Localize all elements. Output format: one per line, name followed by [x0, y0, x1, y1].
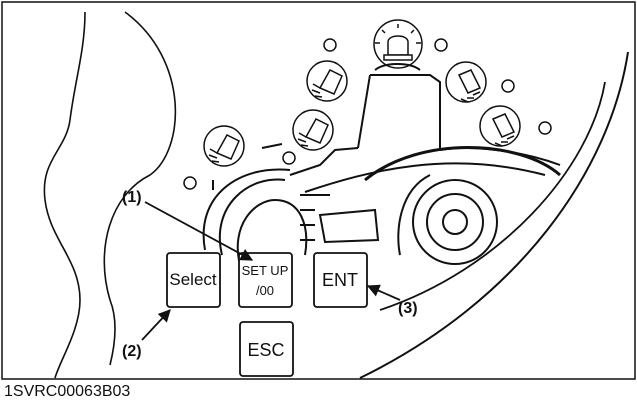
panel-arc-outer: [359, 51, 629, 379]
esc-button[interactable]: ESC: [239, 321, 294, 377]
setup-button-label-line2: /00: [256, 283, 274, 298]
panel-dashes: [212, 143, 283, 190]
indicator-lamps: [183, 38, 552, 190]
work-light-icon-1: [306, 60, 348, 102]
ent-button[interactable]: ENT: [313, 252, 368, 308]
work-light-icon-5: [479, 105, 521, 147]
callout-arrow-1: [144, 201, 254, 261]
panel-outline-left: [103, 11, 177, 366]
panel-arc-inner: [379, 81, 606, 311]
callout-label-3: (3): [398, 300, 418, 317]
beacon-icon: [373, 19, 423, 69]
figure-frame: [1, 1, 636, 380]
callout-label-2: (2): [122, 343, 142, 360]
tractor-illustration: [202, 74, 561, 266]
esc-button-label: ESC: [247, 340, 284, 360]
callout-arrow-2: [141, 309, 171, 341]
work-light-icon-2: [292, 109, 334, 151]
panel-outline-left-inner: [43, 11, 86, 379]
setup-button-label-line1: SET UP: [242, 263, 289, 278]
work-light-icon-4: [445, 61, 487, 103]
setup-button[interactable]: SET UP /00: [238, 252, 293, 308]
work-light-icon-3: [203, 125, 245, 167]
callout-label-1: (1): [122, 189, 142, 206]
figure-code: 1SVRC00063B03: [4, 383, 130, 400]
select-button-label: Select: [169, 270, 217, 289]
select-button[interactable]: Select: [166, 252, 221, 308]
ent-button-label: ENT: [322, 270, 358, 290]
callout-arrow-3: [366, 284, 401, 301]
beacon-mount: [374, 63, 421, 71]
